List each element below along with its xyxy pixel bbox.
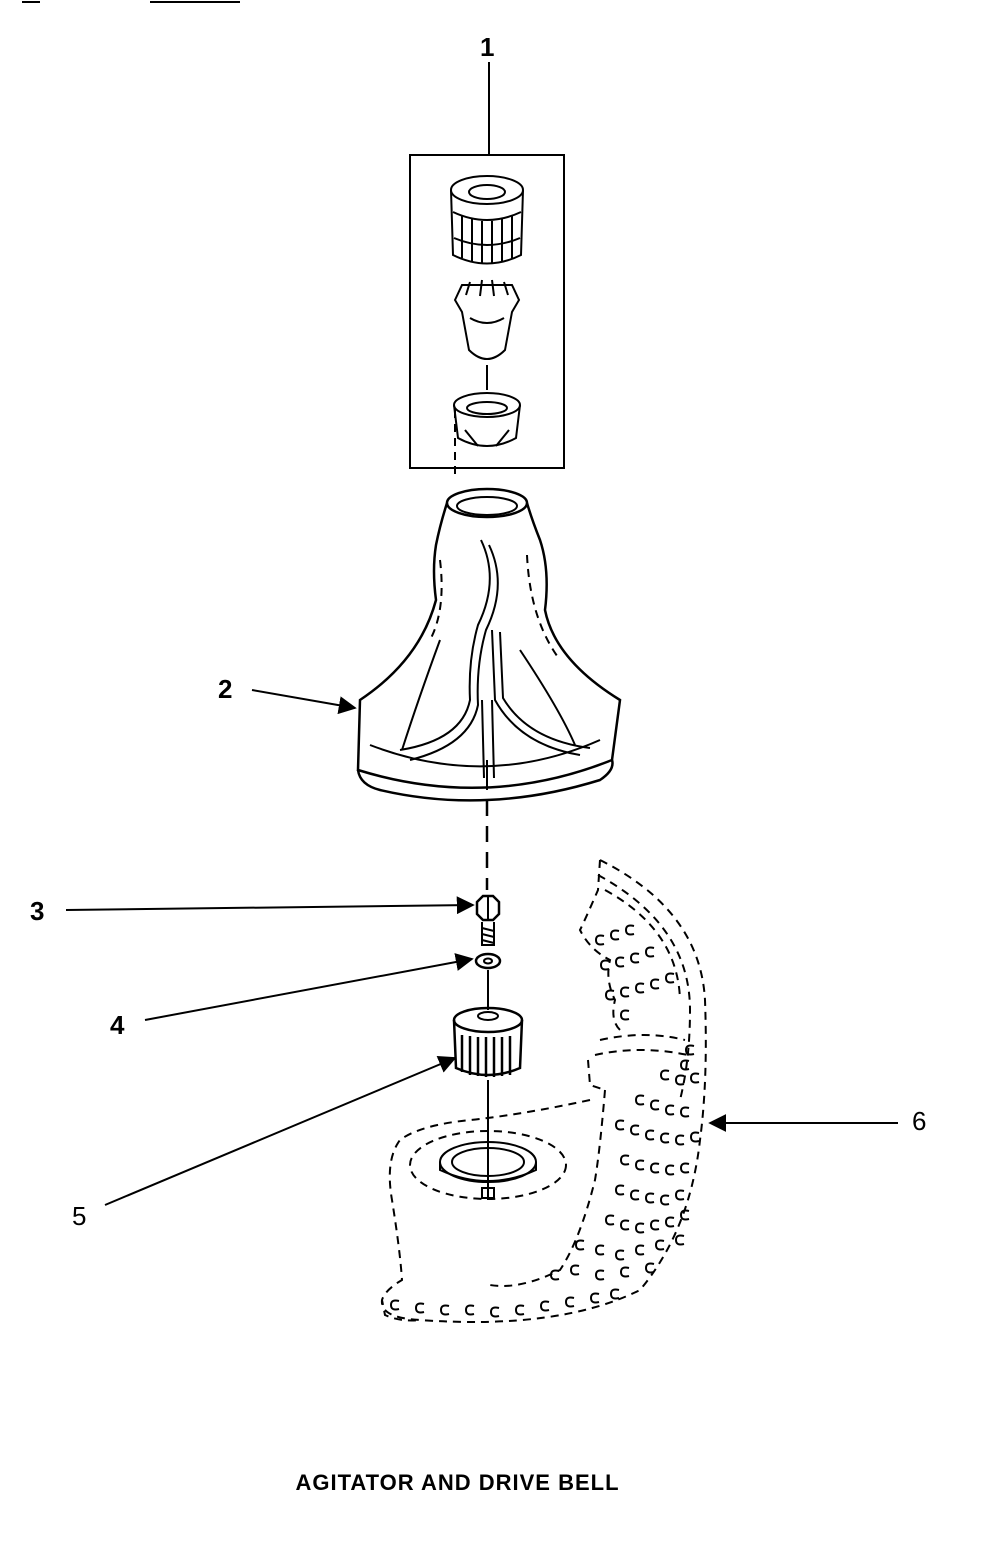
- perforation-hole: [629, 1189, 640, 1201]
- perforation-hole: [664, 1164, 675, 1176]
- perforation-hole: [619, 1266, 630, 1278]
- callout-6: 6: [912, 1106, 926, 1136]
- diagram-caption: AGITATOR AND DRIVE BELL: [295, 1470, 620, 1495]
- perforation-hole: [634, 1094, 645, 1106]
- perforation-hole: [619, 1219, 630, 1231]
- leader-lines: [65, 689, 898, 1206]
- perforation-hole: [679, 1162, 690, 1174]
- callout-4: 4: [110, 1010, 125, 1040]
- perforation-hole: [654, 1239, 665, 1251]
- perforation-hole: [589, 1292, 600, 1304]
- perforation-hole: [609, 1288, 620, 1300]
- perforation-hole: [539, 1300, 550, 1312]
- perforation-hole: [684, 1044, 695, 1056]
- perforation-hole: [599, 959, 610, 971]
- perforation-hole: [659, 1069, 670, 1081]
- perforation-hole: [464, 1304, 475, 1316]
- perforation-hole: [594, 1244, 605, 1256]
- part-2-agitator: [356, 487, 622, 802]
- perforation-hole: [664, 972, 675, 984]
- perforation-hole: [414, 1302, 425, 1314]
- perforation-hole: [514, 1304, 525, 1316]
- perforation-hole: [614, 1119, 625, 1131]
- callout-5: 5: [72, 1201, 86, 1231]
- perforation-hole: [624, 924, 635, 936]
- perforation-hole: [674, 1074, 685, 1086]
- perforation-hole: [594, 1269, 605, 1281]
- part-5-drive-bell: [452, 1006, 524, 1200]
- perforation-hole: [644, 1262, 655, 1274]
- leader-2: [251, 689, 357, 715]
- perforation-hole: [614, 1184, 625, 1196]
- leader-3: [65, 896, 475, 915]
- perforation-hole: [569, 1264, 580, 1276]
- part-3-bolt: [475, 894, 501, 946]
- perforation-hole: [689, 1131, 700, 1143]
- perforation-hole: [679, 1059, 690, 1071]
- perforation-hole: [604, 1214, 615, 1226]
- perforation-hole: [644, 1129, 655, 1141]
- perforation-hole: [439, 1304, 450, 1316]
- perforation-hole: [679, 1209, 690, 1221]
- basket-perforations: [389, 924, 700, 1318]
- perforation-hole: [634, 1244, 645, 1256]
- part-1-cap-assembly: [409, 62, 565, 480]
- callout-1: 1: [480, 32, 494, 62]
- perforation-hole: [664, 1104, 675, 1116]
- perforation-hole: [644, 1192, 655, 1204]
- perforation-hole: [649, 1162, 660, 1174]
- callout-2: 2: [218, 674, 232, 704]
- callout-3: 3: [30, 896, 44, 926]
- perforation-hole: [389, 1299, 400, 1311]
- perforation-hole: [619, 1154, 630, 1166]
- perforation-hole: [674, 1234, 685, 1246]
- perforation-hole: [674, 1134, 685, 1146]
- perforation-hole: [649, 978, 660, 990]
- part-6-wash-basket: [380, 859, 707, 1323]
- perforation-hole: [634, 1159, 645, 1171]
- perforation-hole: [649, 1099, 660, 1111]
- perforation-hole: [564, 1296, 575, 1308]
- perforation-hole: [634, 982, 645, 994]
- perforation-hole: [679, 1106, 690, 1118]
- perforation-hole: [549, 1269, 560, 1281]
- part-4-washer: [474, 952, 502, 1010]
- perforation-hole: [659, 1194, 670, 1206]
- perforation-hole: [629, 1124, 640, 1136]
- perforation-hole: [629, 952, 640, 964]
- perforation-hole: [574, 1239, 585, 1251]
- perforation-hole: [594, 934, 605, 946]
- leader-4: [144, 953, 474, 1021]
- perforation-hole: [674, 1189, 685, 1201]
- perforation-hole: [614, 1249, 625, 1261]
- perforation-hole: [659, 1132, 670, 1144]
- perforation-hole: [649, 1219, 660, 1231]
- perforation-hole: [619, 1009, 630, 1021]
- perforation-hole: [609, 929, 620, 941]
- perforation-hole: [689, 1072, 700, 1084]
- perforation-hole: [634, 1222, 645, 1234]
- perforation-hole: [664, 1216, 675, 1228]
- perforation-hole: [604, 989, 615, 1001]
- perforation-hole: [619, 986, 630, 998]
- perforation-hole: [614, 956, 625, 968]
- leader-5: [104, 1055, 457, 1206]
- perforation-hole: [644, 946, 655, 958]
- perforation-hole: [489, 1306, 500, 1318]
